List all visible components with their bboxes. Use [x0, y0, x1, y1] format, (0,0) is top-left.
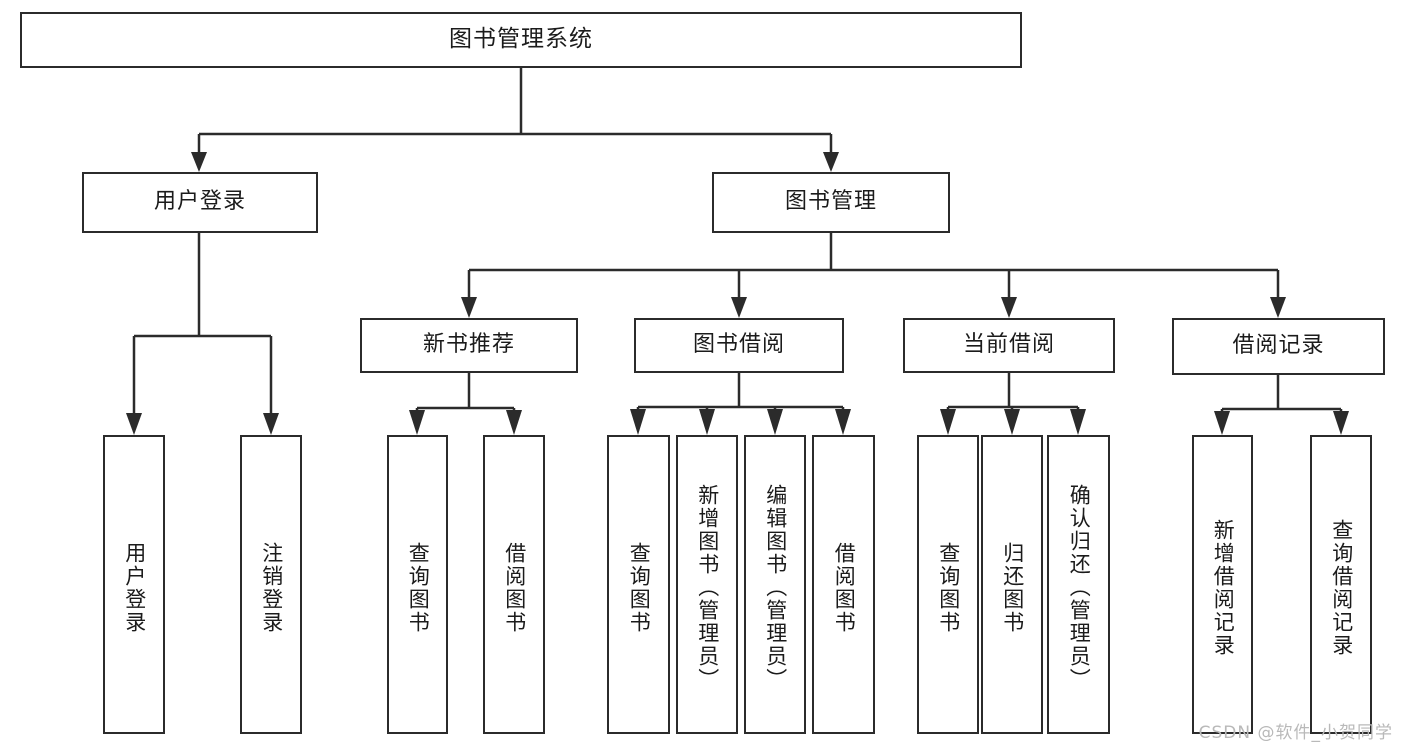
arrowhead-leaf-add-record: [1214, 411, 1230, 435]
leaf-confirm-return[interactable]: 确认归还（管理员）: [1047, 435, 1110, 734]
leaf-query-book-2[interactable]: 查询图书: [607, 435, 670, 734]
leaf-query-record[interactable]: 查询借阅记录: [1310, 435, 1372, 734]
node-current-borrow-label: 当前借阅: [962, 332, 1055, 358]
node-user-login-label: 用户登录: [153, 189, 246, 215]
leaf-query-book-3-label: 查询图书: [936, 541, 961, 634]
leaf-return-book-label: 归还图书: [1000, 541, 1025, 634]
leaf-user-login[interactable]: 用户登录: [103, 435, 165, 734]
leaf-logout-label: 注销登录: [259, 541, 284, 634]
node-new-book-rec-label: 新书推荐: [422, 332, 515, 358]
leaf-confirm-return-label: 确认归还（管理员）: [1067, 484, 1092, 691]
arrowhead-user-login: [191, 152, 207, 172]
leaf-query-book-1[interactable]: 查询图书: [387, 435, 448, 734]
arrowhead-new-book-rec: [461, 297, 477, 318]
arrowhead-leaf-add-book: [699, 409, 715, 435]
node-user-login[interactable]: 用户登录: [82, 172, 318, 233]
node-root-label: 图书管理系统: [449, 26, 593, 53]
arrowhead-leaf-borrow-book-2: [835, 409, 851, 435]
leaf-add-record[interactable]: 新增借阅记录: [1192, 435, 1253, 734]
arrowhead-leaf-user-login: [126, 413, 142, 435]
arrowhead-leaf-query-book-3: [940, 409, 956, 435]
arrowhead-leaf-query-book-1: [409, 410, 425, 435]
leaf-borrow-book-1[interactable]: 借阅图书: [483, 435, 545, 734]
leaf-borrow-book-2-label: 借阅图书: [832, 541, 857, 634]
node-borrow-record-label: 借阅记录: [1232, 333, 1325, 359]
leaf-user-login-label: 用户登录: [122, 541, 147, 634]
leaf-add-book-label: 新增图书（管理员）: [695, 484, 720, 691]
leaf-return-book[interactable]: 归还图书: [981, 435, 1043, 734]
node-book-manage-label: 图书管理: [784, 189, 877, 215]
arrowhead-leaf-query-book-2: [630, 409, 646, 435]
node-borrow-record[interactable]: 借阅记录: [1172, 318, 1385, 375]
leaf-query-book-3[interactable]: 查询图书: [917, 435, 979, 734]
arrowhead-leaf-edit-book: [767, 409, 783, 435]
leaf-borrow-book-2[interactable]: 借阅图书: [812, 435, 875, 734]
leaf-edit-book[interactable]: 编辑图书（管理员）: [744, 435, 806, 734]
node-book-borrow-label: 图书借阅: [692, 332, 785, 358]
arrowhead-leaf-logout: [263, 413, 279, 435]
arrowhead-leaf-query-record: [1333, 411, 1349, 435]
leaf-query-book-1-label: 查询图书: [406, 541, 431, 634]
node-new-book-rec[interactable]: 新书推荐: [360, 318, 578, 373]
arrowhead-book-manage: [823, 152, 839, 172]
leaf-borrow-book-1-label: 借阅图书: [502, 541, 527, 634]
arrowhead-leaf-borrow-book-1: [506, 410, 522, 435]
arrowhead-leaf-confirm-return: [1070, 409, 1086, 435]
leaf-edit-book-label: 编辑图书（管理员）: [763, 484, 788, 691]
leaf-add-record-label: 新增借阅记录: [1211, 518, 1236, 657]
arrowhead-current-borrow: [1001, 297, 1017, 318]
node-book-manage[interactable]: 图书管理: [712, 172, 950, 233]
leaf-add-book[interactable]: 新增图书（管理员）: [676, 435, 738, 734]
leaf-query-record-label: 查询借阅记录: [1329, 518, 1354, 657]
csdn-watermark: CSDN @软件_小贺同学: [1198, 723, 1393, 743]
leaf-logout[interactable]: 注销登录: [240, 435, 302, 734]
node-current-borrow[interactable]: 当前借阅: [903, 318, 1115, 373]
arrowhead-book-borrow: [731, 297, 747, 318]
leaf-query-book-2-label: 查询图书: [627, 541, 652, 634]
node-book-borrow[interactable]: 图书借阅: [634, 318, 844, 373]
arrowhead-leaf-return-book: [1004, 409, 1020, 435]
node-root[interactable]: 图书管理系统: [20, 12, 1022, 68]
arrowhead-borrow-record: [1270, 297, 1286, 318]
